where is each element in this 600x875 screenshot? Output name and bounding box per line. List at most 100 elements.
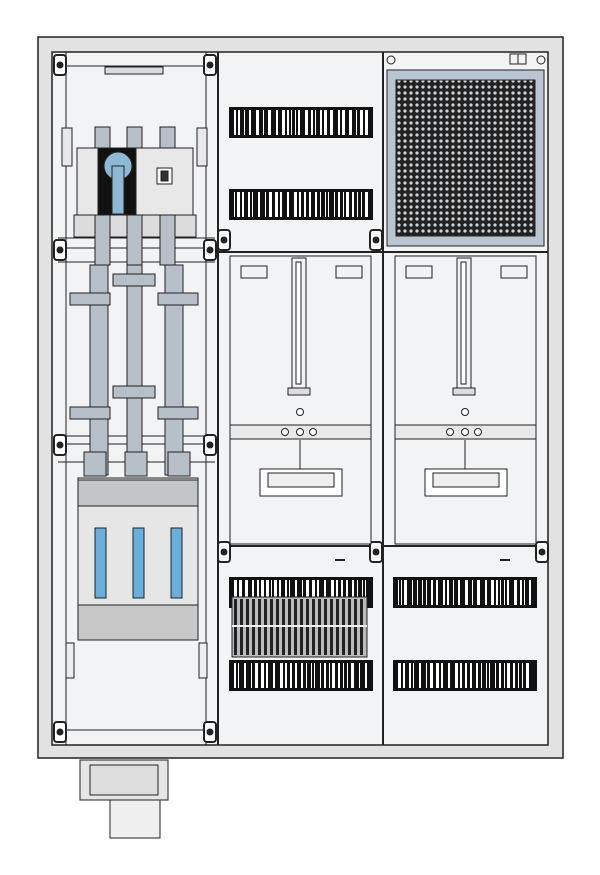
clip-screw-icon <box>56 61 64 69</box>
vent-slot <box>234 663 236 688</box>
vent-slot <box>419 663 421 688</box>
vent-slot <box>238 663 239 688</box>
vent-slot <box>359 663 360 688</box>
vent-slot <box>291 110 292 135</box>
vent-slot <box>244 663 246 688</box>
vent-slot <box>365 663 367 688</box>
screw-icon <box>461 428 469 436</box>
label-slot <box>335 265 363 279</box>
vent-slot <box>257 580 259 605</box>
terminal-block <box>231 596 368 658</box>
rail-clip <box>369 541 383 563</box>
vent-slot <box>306 663 307 688</box>
meter-panel <box>229 255 372 561</box>
vent-slot <box>271 580 272 605</box>
vent-slot <box>295 580 297 605</box>
busbars <box>69 214 199 477</box>
vent-slot <box>352 580 354 605</box>
terminal-cover-inner <box>432 472 500 488</box>
vent-slot <box>338 663 340 688</box>
vent-slot <box>234 110 236 135</box>
vent-slot <box>476 663 478 688</box>
insulator-3 <box>170 527 183 599</box>
vent-slot <box>306 580 309 605</box>
screw-icon <box>446 428 454 436</box>
vent-slot <box>447 580 449 605</box>
clip-screw-icon <box>206 61 214 69</box>
vent-slot <box>365 192 368 217</box>
vent-slot <box>472 580 473 605</box>
clip-screw-icon <box>206 441 214 449</box>
vent-slot <box>334 192 335 217</box>
vent-slot <box>409 663 411 688</box>
vent-slot <box>255 663 258 688</box>
vent-slot <box>360 110 363 135</box>
vent-slot <box>304 192 306 217</box>
vent-slot <box>422 580 423 605</box>
vent-slot <box>275 192 278 217</box>
rail-clip <box>203 239 217 261</box>
vent-slot <box>465 663 467 688</box>
vent-slot <box>401 580 402 605</box>
vent-slot <box>496 580 498 605</box>
vent-slot <box>261 580 264 605</box>
vent-slot <box>266 663 268 688</box>
vent-slot <box>332 663 335 688</box>
screw-icon <box>281 428 289 436</box>
vent-slot <box>529 580 531 605</box>
vent-slot <box>347 663 348 688</box>
vent-slot <box>458 580 460 605</box>
rail-clip <box>369 229 383 251</box>
vent-slot <box>331 580 334 605</box>
vent-slot <box>234 192 235 217</box>
vent-slot <box>426 663 427 688</box>
vent-slot <box>287 192 289 217</box>
clip-screw-icon <box>372 548 380 556</box>
vent-slot <box>336 580 338 605</box>
meter-slot-foot <box>452 387 476 396</box>
vent-slot <box>499 663 501 688</box>
rail-clip <box>203 54 217 76</box>
vent-slot <box>280 192 282 217</box>
vent-slot <box>357 580 358 605</box>
vent-slot <box>248 192 250 217</box>
vent-slot <box>330 110 333 135</box>
clip-screw-icon <box>538 548 546 556</box>
vent-slot <box>489 663 490 688</box>
vent-slot <box>465 580 468 605</box>
vent-slot <box>404 580 407 605</box>
vent-slot <box>311 110 313 135</box>
vent-slot <box>266 580 269 605</box>
vent-slot <box>249 110 251 135</box>
vent-slot <box>282 110 285 135</box>
vent-slot <box>491 580 494 605</box>
rail-clip <box>53 721 67 743</box>
meter-slot-inner <box>295 261 302 385</box>
insulator-1 <box>94 527 107 599</box>
vent-slot <box>485 580 487 605</box>
vent-slot <box>417 580 418 605</box>
vent-slot <box>338 110 340 135</box>
cable-gland <box>79 759 169 839</box>
vent-slot <box>413 663 414 688</box>
vent-slot <box>343 192 344 217</box>
vent-slot <box>338 192 340 217</box>
vent-slot <box>325 192 326 217</box>
vent-slot <box>481 663 482 688</box>
vent-slot <box>365 580 366 605</box>
terminal-cover-inner <box>267 472 335 488</box>
vent-slot <box>324 580 326 605</box>
vent-slot <box>329 663 330 688</box>
vent-slot <box>495 663 496 688</box>
clip-screw-icon <box>56 441 64 449</box>
vent-slot <box>455 663 458 688</box>
vent-slot <box>324 663 326 688</box>
vent-slot <box>477 580 480 605</box>
screw-icon <box>309 428 317 436</box>
vent-slot <box>320 110 322 135</box>
vent-slot <box>311 663 312 688</box>
vent-slot <box>365 110 368 135</box>
vent-slot <box>285 663 287 688</box>
rail-clips <box>53 54 549 743</box>
vent-slot <box>412 580 413 605</box>
